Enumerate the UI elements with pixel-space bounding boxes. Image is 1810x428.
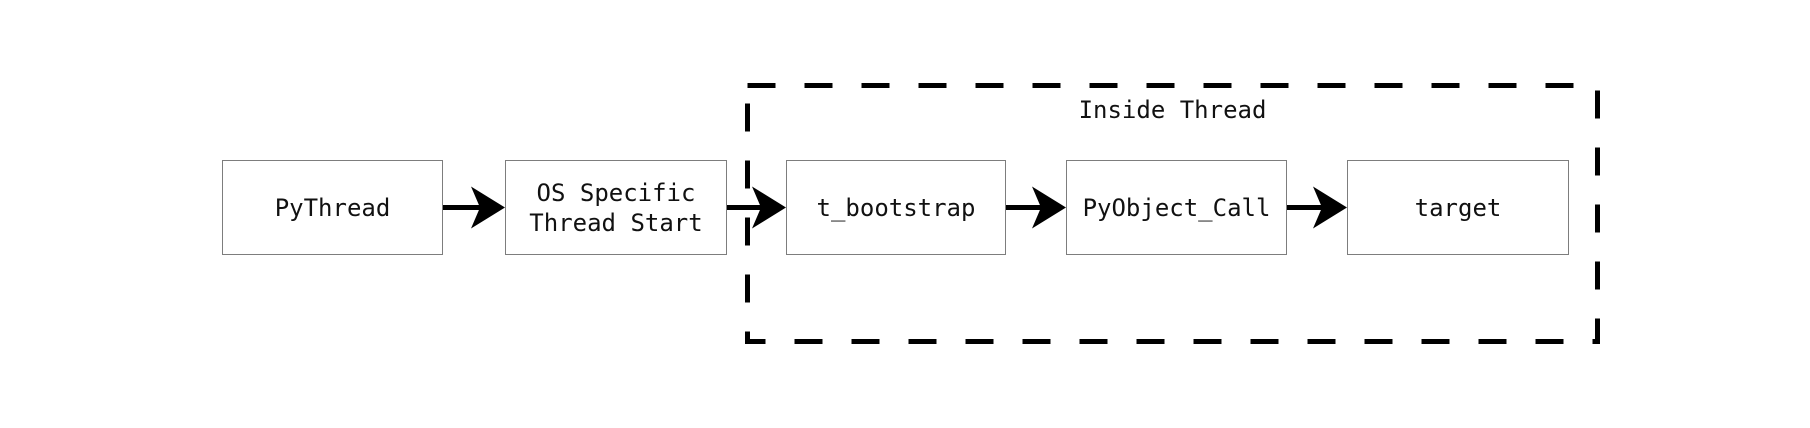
arrow-t-bootstrap-to-pyobject-call xyxy=(1006,186,1066,229)
node-target: target xyxy=(1347,160,1569,255)
node-pythread: PyThread xyxy=(222,160,443,255)
inside-thread-group-border xyxy=(745,83,1600,344)
arrow-pyobject-call-to-target xyxy=(1287,186,1347,229)
inside-thread-group-label: Inside Thread xyxy=(1078,96,1267,124)
arrow-pythread-to-os-thread-start xyxy=(443,186,505,229)
node-pyobject-call: PyObject_Call xyxy=(1066,160,1287,255)
arrow-os-thread-start-to-t-bootstrap xyxy=(726,186,786,229)
node-t-bootstrap: t_bootstrap xyxy=(786,160,1006,255)
node-os-specific-thread-start: OS Specific Thread Start xyxy=(505,160,727,255)
